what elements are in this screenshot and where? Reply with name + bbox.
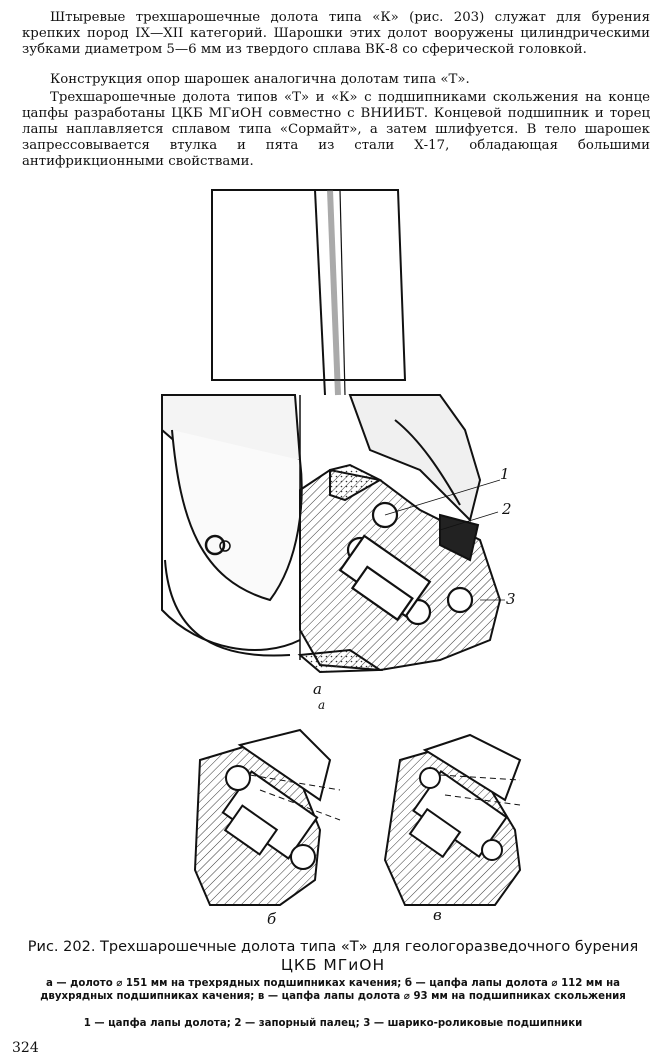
- figure-label-a-small: а: [318, 698, 326, 712]
- page-number: 324: [12, 1040, 39, 1056]
- trunnion-figure-b: [193, 728, 341, 906]
- callout-3: 3: [506, 590, 516, 608]
- caption-legend: а — долото ⌀ 151 мм на трехрядных подшип…: [40, 978, 626, 1002]
- figure-caption: Рис. 202. Трехшарошечные долота типа «Т»…: [18, 938, 648, 974]
- figure-label-b: б: [267, 910, 277, 928]
- caption-title-org: ЦКБ МГиОН: [280, 956, 386, 974]
- paragraph-3: Трехшарошечные долота типов «Т» и «К» с …: [22, 90, 650, 169]
- callout-1: 1: [500, 465, 510, 483]
- drill-bit-figure-a: [161, 189, 505, 674]
- figure-label-v: в: [433, 906, 442, 924]
- callout-2: 2: [502, 500, 512, 518]
- paragraph-1: Штыревые трехшарошечные долота типа «К» …: [22, 10, 650, 57]
- paragraph-2: Конструкция опор шарошек аналогична доло…: [50, 72, 470, 87]
- caption-title: Рис. 202. Трехшарошечные долота типа «Т»…: [27, 939, 639, 955]
- caption-legend-numbers: 1 — цапфа лапы долота; 2 — запорный пале…: [83, 1018, 583, 1029]
- figure-label-a: а: [313, 680, 322, 698]
- trunnion-figure-v: [383, 733, 522, 906]
